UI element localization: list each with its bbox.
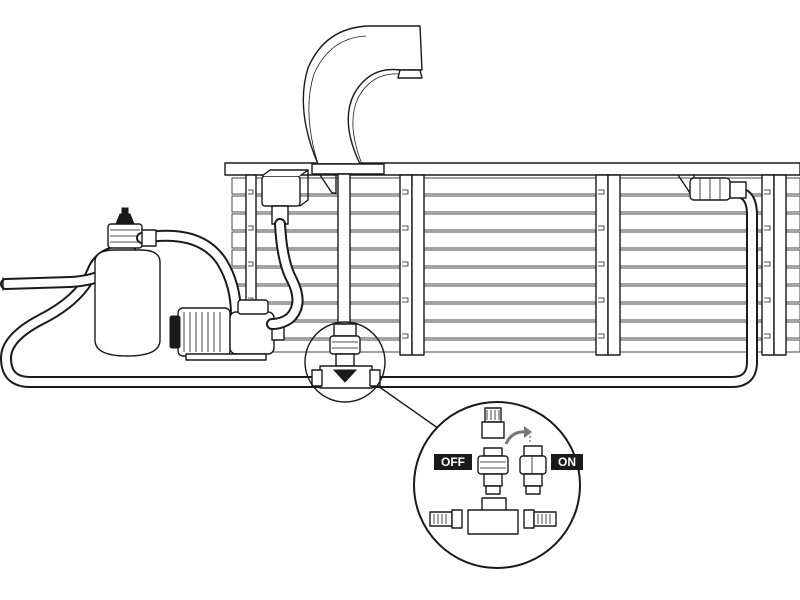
detail-callout: OFF ON: [413, 401, 583, 569]
post-notches: [248, 189, 771, 339]
pump-motor: [177, 307, 231, 357]
filter-tank: [94, 249, 161, 357]
filter-valve-handle: [115, 213, 135, 225]
off-label: OFF: [434, 454, 472, 470]
sand-filter: [94, 207, 242, 357]
pool-top-rail: [224, 162, 800, 176]
fountain: [302, 25, 423, 325]
control-box: [261, 175, 301, 207]
pool-wall: [224, 162, 800, 356]
detail-top-adapter: [481, 407, 505, 439]
pump: [169, 299, 285, 361]
callout-circle-small: [304, 321, 386, 403]
detail-valve-off: [477, 447, 509, 495]
fountain-arc: [302, 25, 423, 165]
return-hose: [0, 189, 758, 388]
detail-t-piece: [429, 497, 557, 535]
pool-planks: [231, 177, 800, 353]
detail-valve-on: [519, 436, 547, 495]
off-label-text: OFF: [441, 455, 465, 469]
pool-return-inlet: [689, 177, 747, 201]
fountain-base: [311, 163, 385, 175]
on-label: ON: [551, 454, 583, 470]
fountain-valve-assembly: [311, 323, 381, 389]
pump-housing: [229, 311, 275, 355]
pool-posts: [245, 174, 787, 356]
on-label-text: ON: [558, 455, 576, 469]
control-unit: [261, 169, 309, 330]
